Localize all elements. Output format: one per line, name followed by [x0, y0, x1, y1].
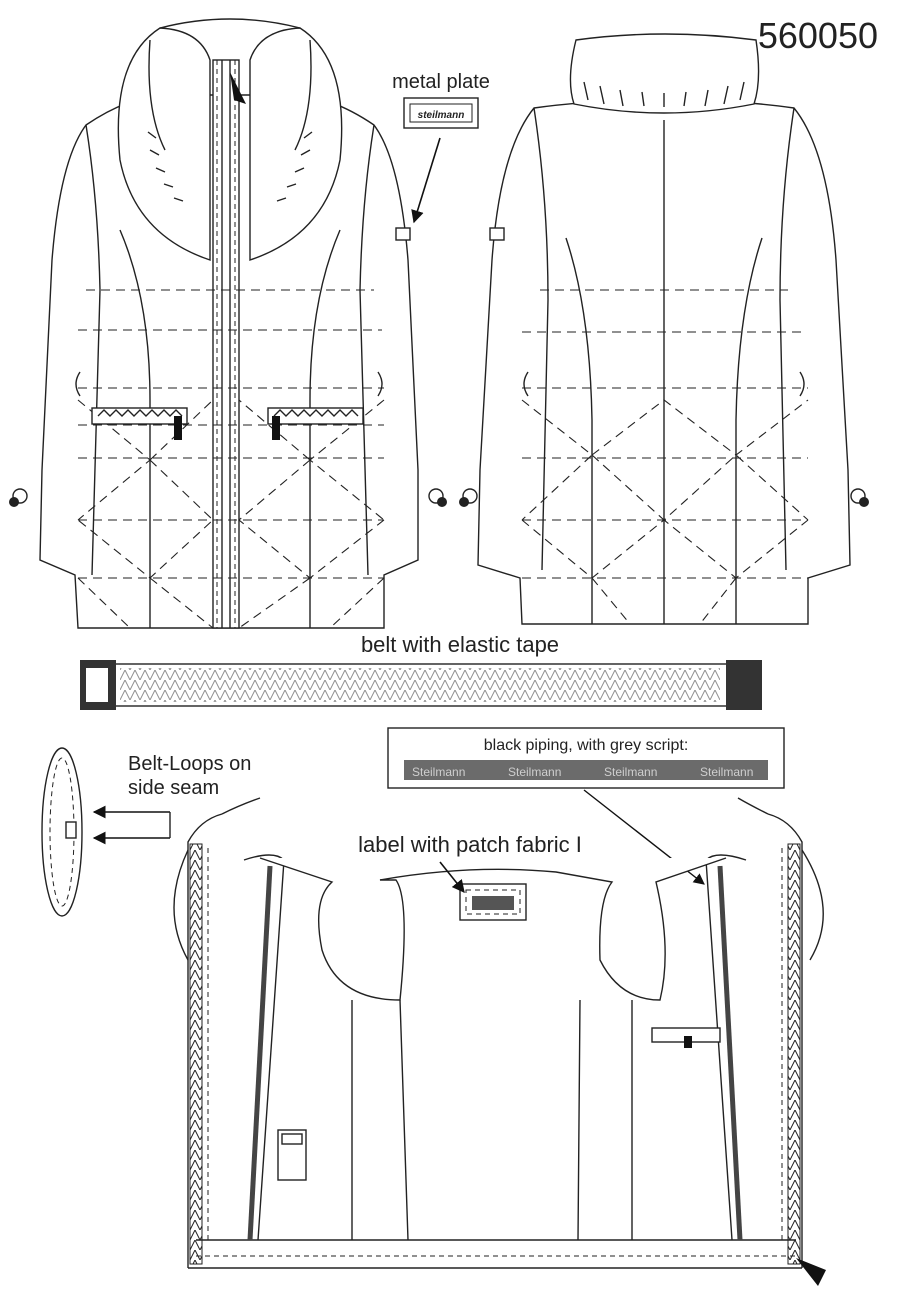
label-patch-text: label with patch fabric I [358, 832, 582, 857]
piping-script-3: Steilmann [604, 765, 657, 779]
back-view [459, 33, 869, 625]
front-view [9, 18, 447, 629]
inside-view [173, 797, 826, 1286]
metal-plate-logo: steilmann [418, 110, 465, 121]
piping-script-1: Steilmann [412, 765, 465, 779]
piping-callout: black piping, with grey script: Steilman… [387, 727, 785, 885]
piping-strip [404, 760, 768, 780]
piping-script-4: Steilmann [700, 765, 753, 779]
belt-loops-label-2: side seam [128, 777, 219, 799]
piping-script-2: Steilmann [508, 765, 561, 779]
metal-plate-arrow [411, 137, 441, 224]
piping-title: black piping, with grey script: [484, 737, 689, 754]
article-number: 560050 [758, 15, 878, 56]
metal-plate-icon [403, 97, 479, 129]
belt-loop-detail [41, 747, 171, 917]
belt-loops-label-1: Belt-Loops on [128, 753, 251, 775]
belt-drawing [80, 660, 762, 710]
belt-label: belt with elastic tape [361, 632, 559, 657]
metal-plate-label: metal plate [392, 71, 490, 93]
